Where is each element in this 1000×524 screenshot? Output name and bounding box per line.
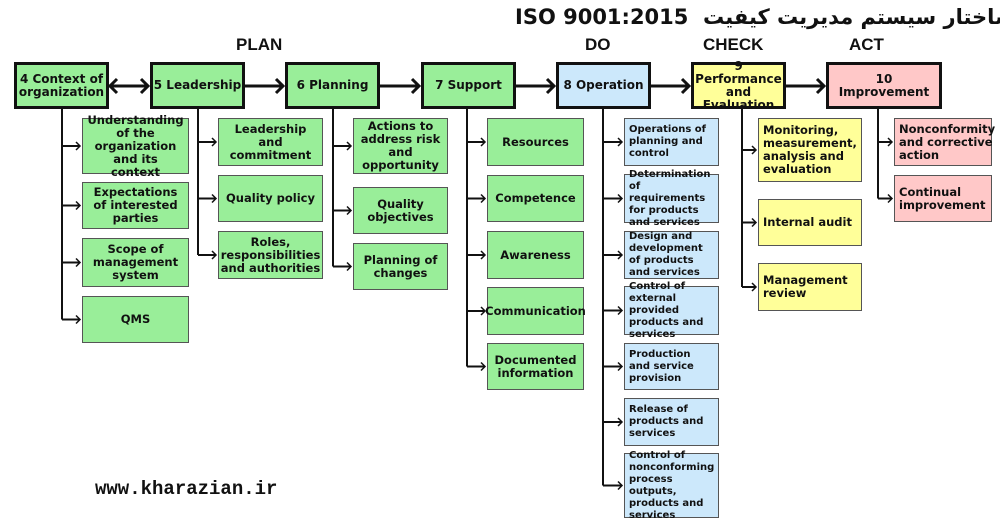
arrow-head-icon	[815, 77, 827, 95]
subclause-box: Nonconformity and corrective action	[894, 118, 995, 166]
clause-box: 6 Planning	[285, 62, 380, 109]
arrow-head-icon	[211, 193, 218, 204]
arrow-head-icon	[480, 306, 487, 316]
subclause-box: Planning of changes	[353, 243, 448, 290]
arrow-head-icon	[617, 361, 624, 372]
subclause-box: Communication	[485, 287, 586, 335]
arrow-head-icon	[107, 77, 119, 95]
arrow-head-icon	[617, 250, 624, 260]
subclause-box: Design and development of products and s…	[624, 231, 719, 279]
clause-box: 5 Leadership	[150, 62, 245, 109]
title-persian: ساختار سیستم مدیریت کیفیت	[703, 5, 1000, 29]
arrow-head-icon	[751, 217, 758, 228]
arrow-head-icon	[480, 250, 487, 260]
clause-box: 10 Improvement	[826, 62, 942, 109]
subclause-box: Control of nonconforming process outputs…	[624, 450, 719, 521]
phase-act: ACT	[849, 35, 884, 54]
arrow-head-icon	[75, 257, 82, 268]
arrow-head-icon	[346, 261, 353, 272]
website-url: www.kharazian.ir	[95, 478, 278, 500]
arrow-head-icon	[545, 77, 557, 95]
subclause-box: Continual improvement	[894, 175, 992, 222]
subclause-box: Internal audit	[758, 199, 862, 246]
arrow-head-icon	[211, 250, 218, 260]
clause-box: 8 Operation	[556, 62, 651, 109]
subclause-box: Quality policy	[218, 175, 323, 222]
subclause-box: Competence	[487, 175, 584, 222]
diagram-title: ISO 9001:2015 ساختار سیستم مدیریت کیفیت	[515, 5, 1000, 29]
phase-plan: PLAN	[236, 35, 283, 54]
arrow-head-icon	[75, 141, 82, 151]
phase-check: CHECK	[703, 35, 764, 54]
arrow-head-icon	[346, 141, 353, 151]
subclause-box: Understanding of the organization and it…	[82, 113, 189, 178]
subclause-box: Awareness	[487, 231, 584, 279]
clause-box: 9 Performance and Evaluation	[691, 59, 786, 111]
arrow-head-icon	[274, 77, 286, 95]
subclause-box: Expectations of interested parties	[82, 182, 189, 229]
arrow-head-icon	[75, 200, 82, 211]
arrow-head-icon	[887, 193, 894, 204]
arrow-head-icon	[617, 305, 624, 316]
arrow-head-icon	[617, 193, 624, 204]
arrow-head-icon	[617, 480, 624, 491]
clause-box: 4 Context of organization	[14, 62, 109, 109]
arrow-head-icon	[617, 137, 624, 147]
arrow-head-icon	[75, 314, 82, 325]
arrow-head-icon	[480, 193, 487, 204]
arrow-head-icon	[346, 205, 353, 216]
subclause-box: Leadership and commitment	[218, 118, 323, 166]
arrow-head-icon	[410, 77, 422, 95]
subclause-box: Quality objectives	[353, 187, 448, 234]
arrow-head-icon	[480, 361, 487, 372]
subclause-box: Actions to address risk and opportunity	[353, 118, 448, 174]
arrow-head-icon	[617, 417, 624, 427]
subclause-box: QMS	[82, 296, 189, 343]
subclause-box: Management review	[758, 263, 862, 311]
subclause-box: Resources	[487, 118, 584, 166]
arrow-head-icon	[480, 137, 487, 147]
title-iso: ISO 9001:2015	[515, 5, 689, 29]
arrow-head-icon	[751, 282, 758, 292]
arrow-head-icon	[139, 77, 151, 95]
subclause-box: Release of products and services	[624, 398, 719, 446]
subclause-box: Operations of planning and control	[624, 118, 719, 166]
phase-do: DO	[585, 35, 611, 54]
arrow-head-icon	[211, 137, 218, 147]
arrow-head-icon	[887, 137, 894, 147]
subclause-box: Monitoring, measurement, analysis and ev…	[758, 118, 862, 182]
subclause-box: Documented information	[487, 343, 584, 390]
arrow-head-icon	[680, 77, 692, 95]
subclause-box: Determination of requirements for produc…	[624, 169, 719, 228]
clause-box: 7 Support	[421, 62, 516, 109]
subclause-box: Roles, responsibilities and authorities	[218, 231, 323, 279]
arrow-head-icon	[751, 145, 758, 155]
subclause-box: Scope of management system	[82, 238, 189, 287]
subclause-box: Production and service provision	[624, 343, 719, 390]
subclause-box: Control of external provided products an…	[624, 281, 719, 340]
